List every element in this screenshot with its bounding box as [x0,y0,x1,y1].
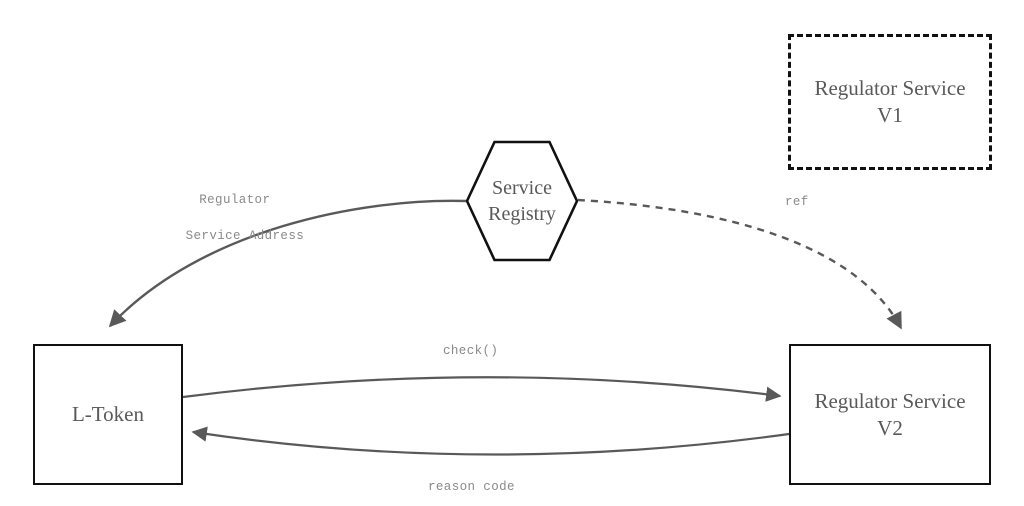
edge-label-ref: ref [785,195,809,209]
node-regulator-service-v1-label-line1: Regulator Service [814,76,966,101]
node-service-registry[interactable]: Service Registry [466,140,578,262]
node-l-token[interactable]: L-Token [33,344,183,485]
edge-label-check: check() [443,344,499,358]
edge-label-reason-code: reason code [428,480,515,494]
edge-ltoken-to-regv2-check [182,376,782,402]
node-regulator-service-v2-label-line1: Regulator Service [814,388,966,413]
edge-regv2-to-ltoken-reason [191,426,790,456]
node-regulator-service-v1[interactable]: Regulator Service V1 [788,34,992,170]
node-regulator-service-v2[interactable]: Regulator Service V2 [789,344,991,485]
edge-label-regulator-service-address-line1: Regulator [199,193,271,208]
node-regulator-service-v2-label-line2: V2 [877,415,903,440]
node-regulator-service-v2-label: Regulator Service V2 [814,388,965,442]
edge-label-regulator-service-address: Regulator Service Address [154,173,304,264]
node-l-token-label: L-Token [71,402,144,427]
node-service-registry-label-line2: Registry [488,203,556,225]
edge-registry-to-regv2 [577,198,903,330]
node-service-registry-label-line1: Service [492,177,552,199]
hexagon-shape [466,140,578,262]
edge-registry-to-ltoken [108,199,467,328]
node-regulator-service-v1-label-line2: V1 [877,103,903,127]
node-service-registry-label: Service Registry [488,175,556,227]
edge-label-regulator-service-address-line2: Service Address [185,229,305,244]
node-regulator-service-v1-label: Regulator Service V1 [814,75,965,129]
